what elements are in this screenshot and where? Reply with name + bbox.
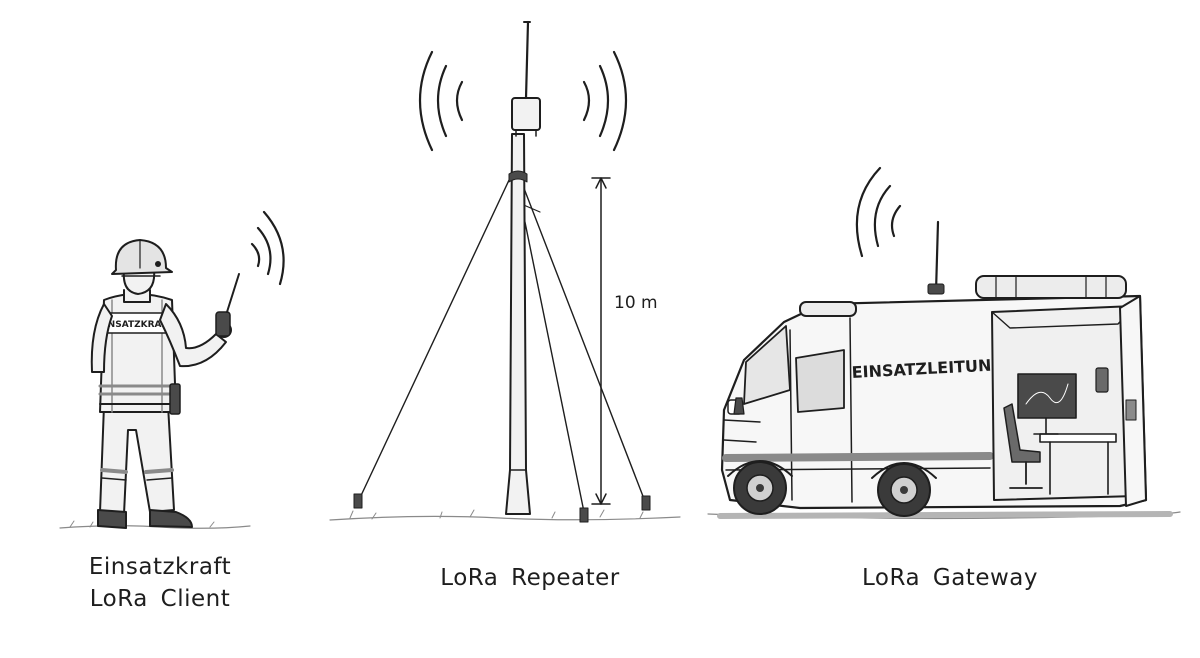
client-caption: Einsatzkraft LoRa Client <box>40 551 280 615</box>
van-monitor <box>1017 373 1077 419</box>
client-right-boot <box>149 509 193 528</box>
gateway-signal-waves-icon <box>855 166 902 258</box>
client-caption-line-2: LoRa Client <box>89 586 231 612</box>
repeater-enclosure-box <box>511 97 541 131</box>
height-label: 10 m <box>614 293 658 313</box>
repeater-caption: LoRa Repeater <box>440 565 620 591</box>
van-rear-wheel <box>877 463 931 517</box>
client-left-arm <box>90 303 113 373</box>
repeater-ground-line <box>329 515 681 521</box>
van-front-light-bar <box>799 301 857 317</box>
client-radio-device <box>215 311 231 337</box>
van-roof-antenna <box>934 220 940 294</box>
repeater-signal-waves-right-icon <box>582 50 628 152</box>
van-front-wheel <box>733 461 787 515</box>
gateway-caption: LoRa Gateway <box>862 565 1038 591</box>
van-mirror <box>733 397 745 415</box>
van-side-stripe <box>722 452 994 462</box>
guy-wire-2 <box>515 177 585 513</box>
van-office-chair <box>1003 403 1041 463</box>
client-trousers <box>99 404 175 515</box>
height-dimension-marker <box>591 177 611 505</box>
client-left-boot <box>97 509 127 529</box>
repeater-antenna <box>524 20 530 100</box>
client-grass <box>69 519 215 528</box>
guy-wire-1 <box>357 177 511 503</box>
guy-wire-3 <box>519 177 647 505</box>
repeater-signal-waves-left-icon <box>418 50 464 152</box>
van-side-window <box>795 349 845 413</box>
firefighter-client-figure: EINSATZKRAFT <box>59 210 285 529</box>
client-right-arm <box>159 303 227 368</box>
van-roof-light-bar <box>975 275 1127 299</box>
van-desk <box>1039 433 1117 443</box>
repeater-pole <box>505 133 531 515</box>
lora-repeater-mast: 10 m <box>329 20 681 523</box>
client-signal-waves-icon <box>250 210 285 286</box>
client-helmet <box>111 239 173 275</box>
command-van-gateway: EINSATZLEITUNG <box>707 166 1181 520</box>
client-caption-line-1: Einsatzkraft <box>88 554 232 580</box>
client-radio-antenna <box>226 273 240 313</box>
client-vest-label: EINSATZKRAFT <box>98 320 174 330</box>
